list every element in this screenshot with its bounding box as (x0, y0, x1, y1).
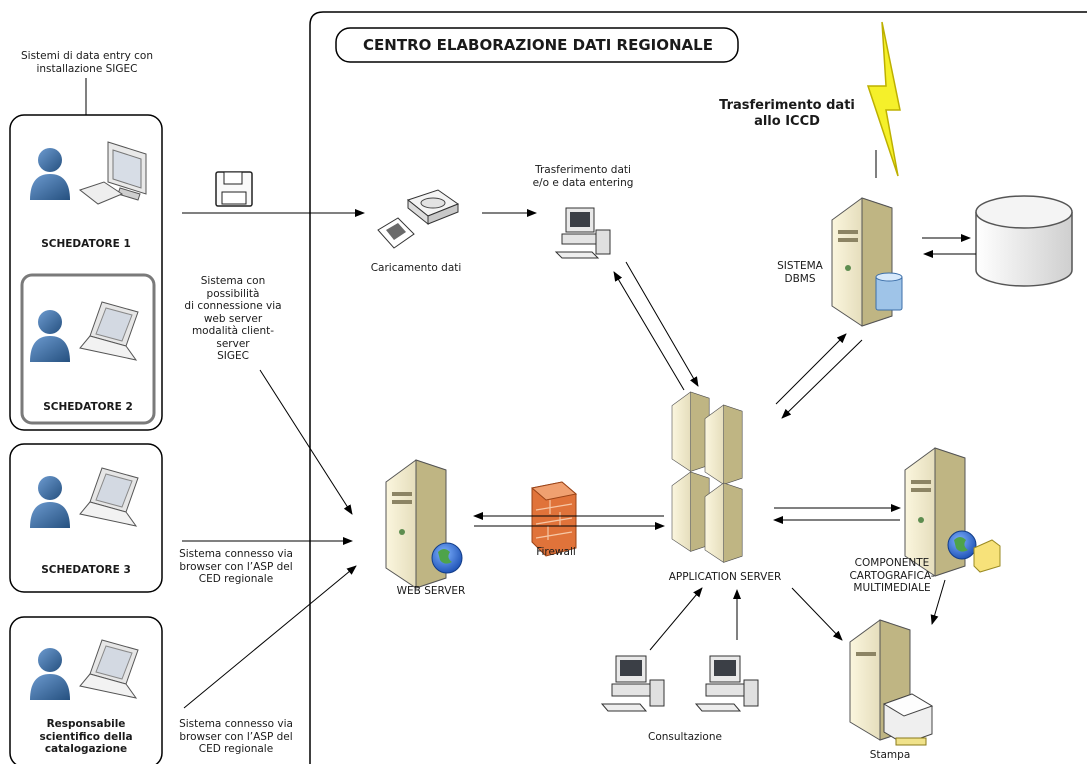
person-icon (30, 648, 70, 700)
cartografica-label: COMPONENTE CARTOGRAFICA- MULTIMEDIALE (849, 557, 935, 594)
lightning-icon (866, 21, 901, 178)
application-server-icon (671, 391, 743, 563)
consultazione-label: Consultazione (648, 731, 722, 743)
laptop-icon (79, 639, 139, 699)
data-entry-caption: Sistemi di data entry con installazione … (21, 50, 153, 75)
arrow-responsabile-webserver (183, 565, 357, 709)
floppy-disk-icon (215, 171, 253, 207)
folder-icon (973, 539, 1001, 573)
firewall-label: Firewall (536, 546, 576, 558)
consultation-workstation-icon (694, 655, 759, 712)
arrow-clientserver-webserver (259, 369, 353, 515)
schedatore-1-label: SCHEDATORE 1 (41, 238, 131, 250)
person-icon (30, 310, 70, 362)
printer-icon (882, 693, 934, 746)
ced-title: CENTRO ELABORAZIONE DATI REGIONALE (363, 36, 713, 54)
caricamento-label: Caricamento dati (370, 262, 462, 274)
workstation-icon (554, 207, 611, 259)
consultation-workstation-icon (600, 655, 665, 712)
web-server-label: WEB SERVER (396, 585, 466, 597)
stampa-label: Stampa (869, 749, 911, 761)
ced-frame (309, 11, 1087, 764)
arrow-appserver-stampa (791, 587, 843, 641)
person-icon (30, 476, 70, 528)
schedatore-2-label: SCHEDATORE 2 (43, 401, 133, 413)
database-cylinder-icon (975, 195, 1073, 287)
iccd-transfer-label: Trasferimento dati allo ICCD (719, 98, 855, 129)
browser-note-2: Sistema connesso via browser con l’ASP d… (179, 718, 293, 755)
ced-title-box (335, 27, 739, 63)
dbms-server-icon (831, 197, 903, 327)
browser-note-1: Sistema connesso via browser con l’ASP d… (179, 548, 293, 585)
laptop-icon (79, 467, 139, 527)
schedatore-3-label: SCHEDATORE 3 (41, 564, 131, 576)
laptop-icon (79, 301, 139, 361)
firewall-icon (530, 481, 578, 557)
arrow-appserver-dbms (775, 333, 847, 405)
arrow-appserver-trasferimento (613, 271, 685, 391)
flow-arrows (182, 209, 976, 709)
globe-icon (431, 542, 463, 574)
web-server-icon (385, 459, 447, 589)
arrow-consultazione1-appserver (649, 587, 703, 651)
arrow-trasferimento-appserver (625, 261, 699, 387)
globe-icon (947, 530, 977, 560)
person-icon (30, 148, 70, 200)
client-server-note: Sistema con possibilità di connessione v… (184, 275, 282, 362)
arrow-cartografica-stampa (930, 579, 946, 625)
arrow-dbms-appserver (781, 339, 863, 419)
responsabile-label: Responsabile scientifico della catalogaz… (39, 718, 133, 755)
desktop-computer-icon (78, 141, 147, 205)
data-loading-device-icon (377, 189, 460, 249)
dbms-label: SISTEMA DBMS (777, 260, 823, 285)
trasferimento-label: Trasferimento dati e/o e data entering (532, 164, 634, 189)
app-server-label: APPLICATION SERVER (668, 571, 782, 583)
